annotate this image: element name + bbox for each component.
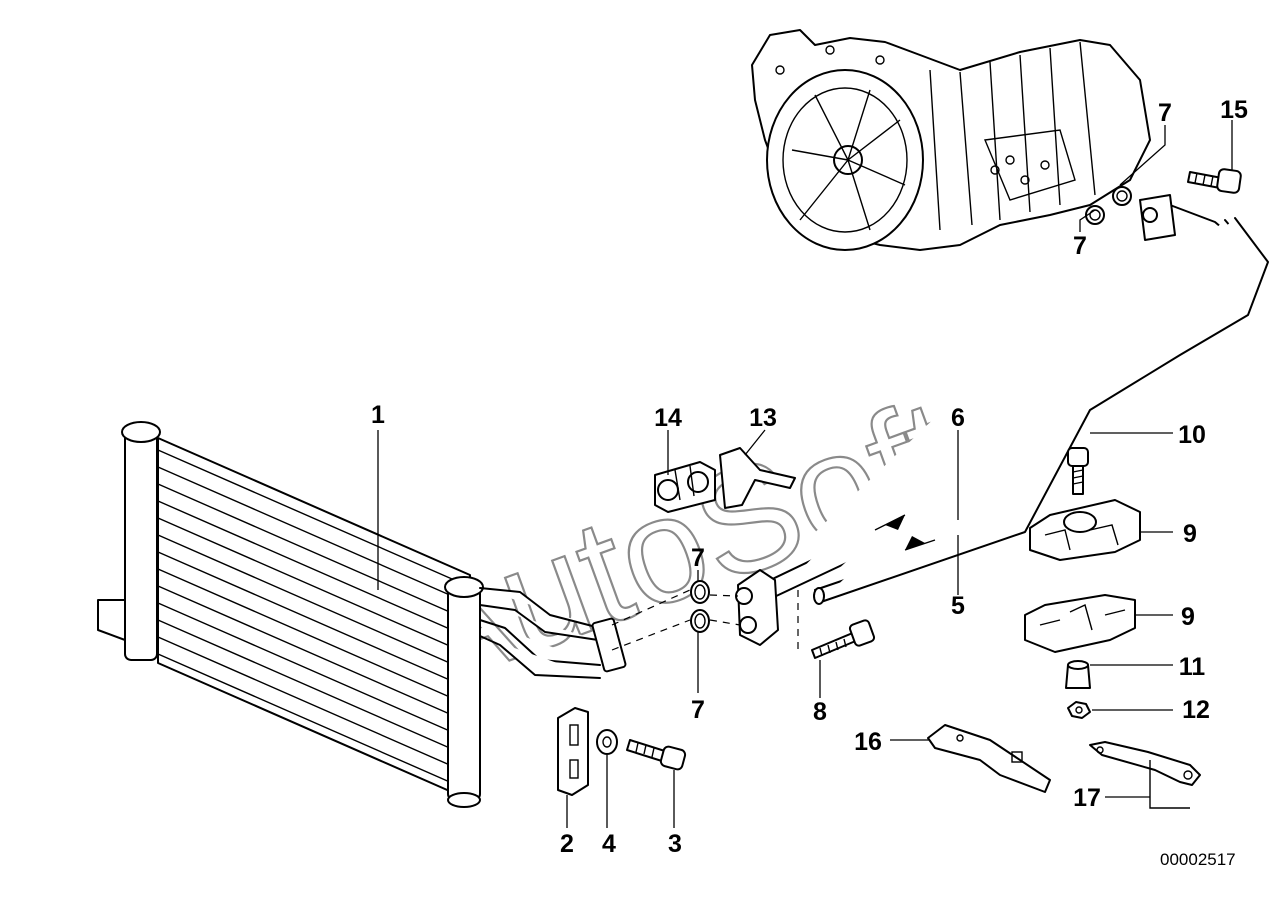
oil-cooler bbox=[97, 421, 484, 808]
callout-3: 3 bbox=[668, 830, 682, 858]
callout-12: 12 bbox=[1182, 696, 1210, 724]
bolt-15 bbox=[1187, 168, 1242, 194]
holder-9-lower bbox=[1024, 594, 1136, 653]
callout-11: 11 bbox=[1179, 653, 1206, 681]
callout-13: 13 bbox=[749, 404, 777, 432]
callout-9-lower: 9 bbox=[1181, 603, 1195, 631]
callout-7-lower: 7 bbox=[691, 696, 705, 724]
callout-7-top: 7 bbox=[1158, 99, 1172, 127]
oil-lines bbox=[759, 204, 1269, 605]
callout-8: 8 bbox=[813, 698, 827, 726]
bracket-17 bbox=[1089, 741, 1201, 809]
clamp-14 bbox=[654, 461, 716, 513]
bolt-10 bbox=[1067, 447, 1089, 495]
bolt-8 bbox=[797, 590, 876, 659]
bracket-16 bbox=[927, 724, 1051, 793]
callout-15: 15 bbox=[1220, 96, 1248, 124]
line-connector bbox=[611, 569, 779, 651]
callouts: 1 14 13 6 5 7 7 8 7 7 15 10 9 9 11 12 16… bbox=[371, 96, 1248, 858]
o-rings bbox=[690, 580, 710, 633]
callout-17: 17 bbox=[1073, 784, 1101, 812]
callout-1: 1 bbox=[371, 401, 385, 429]
callout-16: 16 bbox=[854, 728, 882, 756]
holder-9-upper bbox=[1029, 499, 1141, 561]
callout-9-upper: 9 bbox=[1183, 520, 1197, 548]
document-number: 00002517 bbox=[1160, 850, 1236, 869]
callout-2: 2 bbox=[560, 830, 574, 858]
callout-5: 5 bbox=[951, 592, 965, 620]
nut-12 bbox=[1067, 701, 1091, 719]
washer-4 bbox=[596, 729, 618, 755]
bracket-2 bbox=[557, 707, 589, 796]
callout-10: 10 bbox=[1178, 421, 1206, 449]
callout-7-upper: 7 bbox=[691, 544, 705, 572]
transmission-line-flange bbox=[1085, 186, 1176, 241]
callout-7-transmission: 7 bbox=[1073, 232, 1087, 260]
cooler-fins bbox=[157, 449, 469, 791]
callout-14: 14 bbox=[654, 404, 682, 432]
callout-6: 6 bbox=[951, 404, 965, 432]
bolt-3 bbox=[626, 739, 687, 771]
transmission-housing bbox=[751, 29, 1151, 251]
sleeve-11 bbox=[1065, 660, 1091, 689]
cooler-lines bbox=[479, 587, 627, 679]
leader-lines bbox=[377, 120, 1233, 828]
bracket-13 bbox=[719, 447, 796, 509]
callout-4: 4 bbox=[602, 830, 616, 858]
